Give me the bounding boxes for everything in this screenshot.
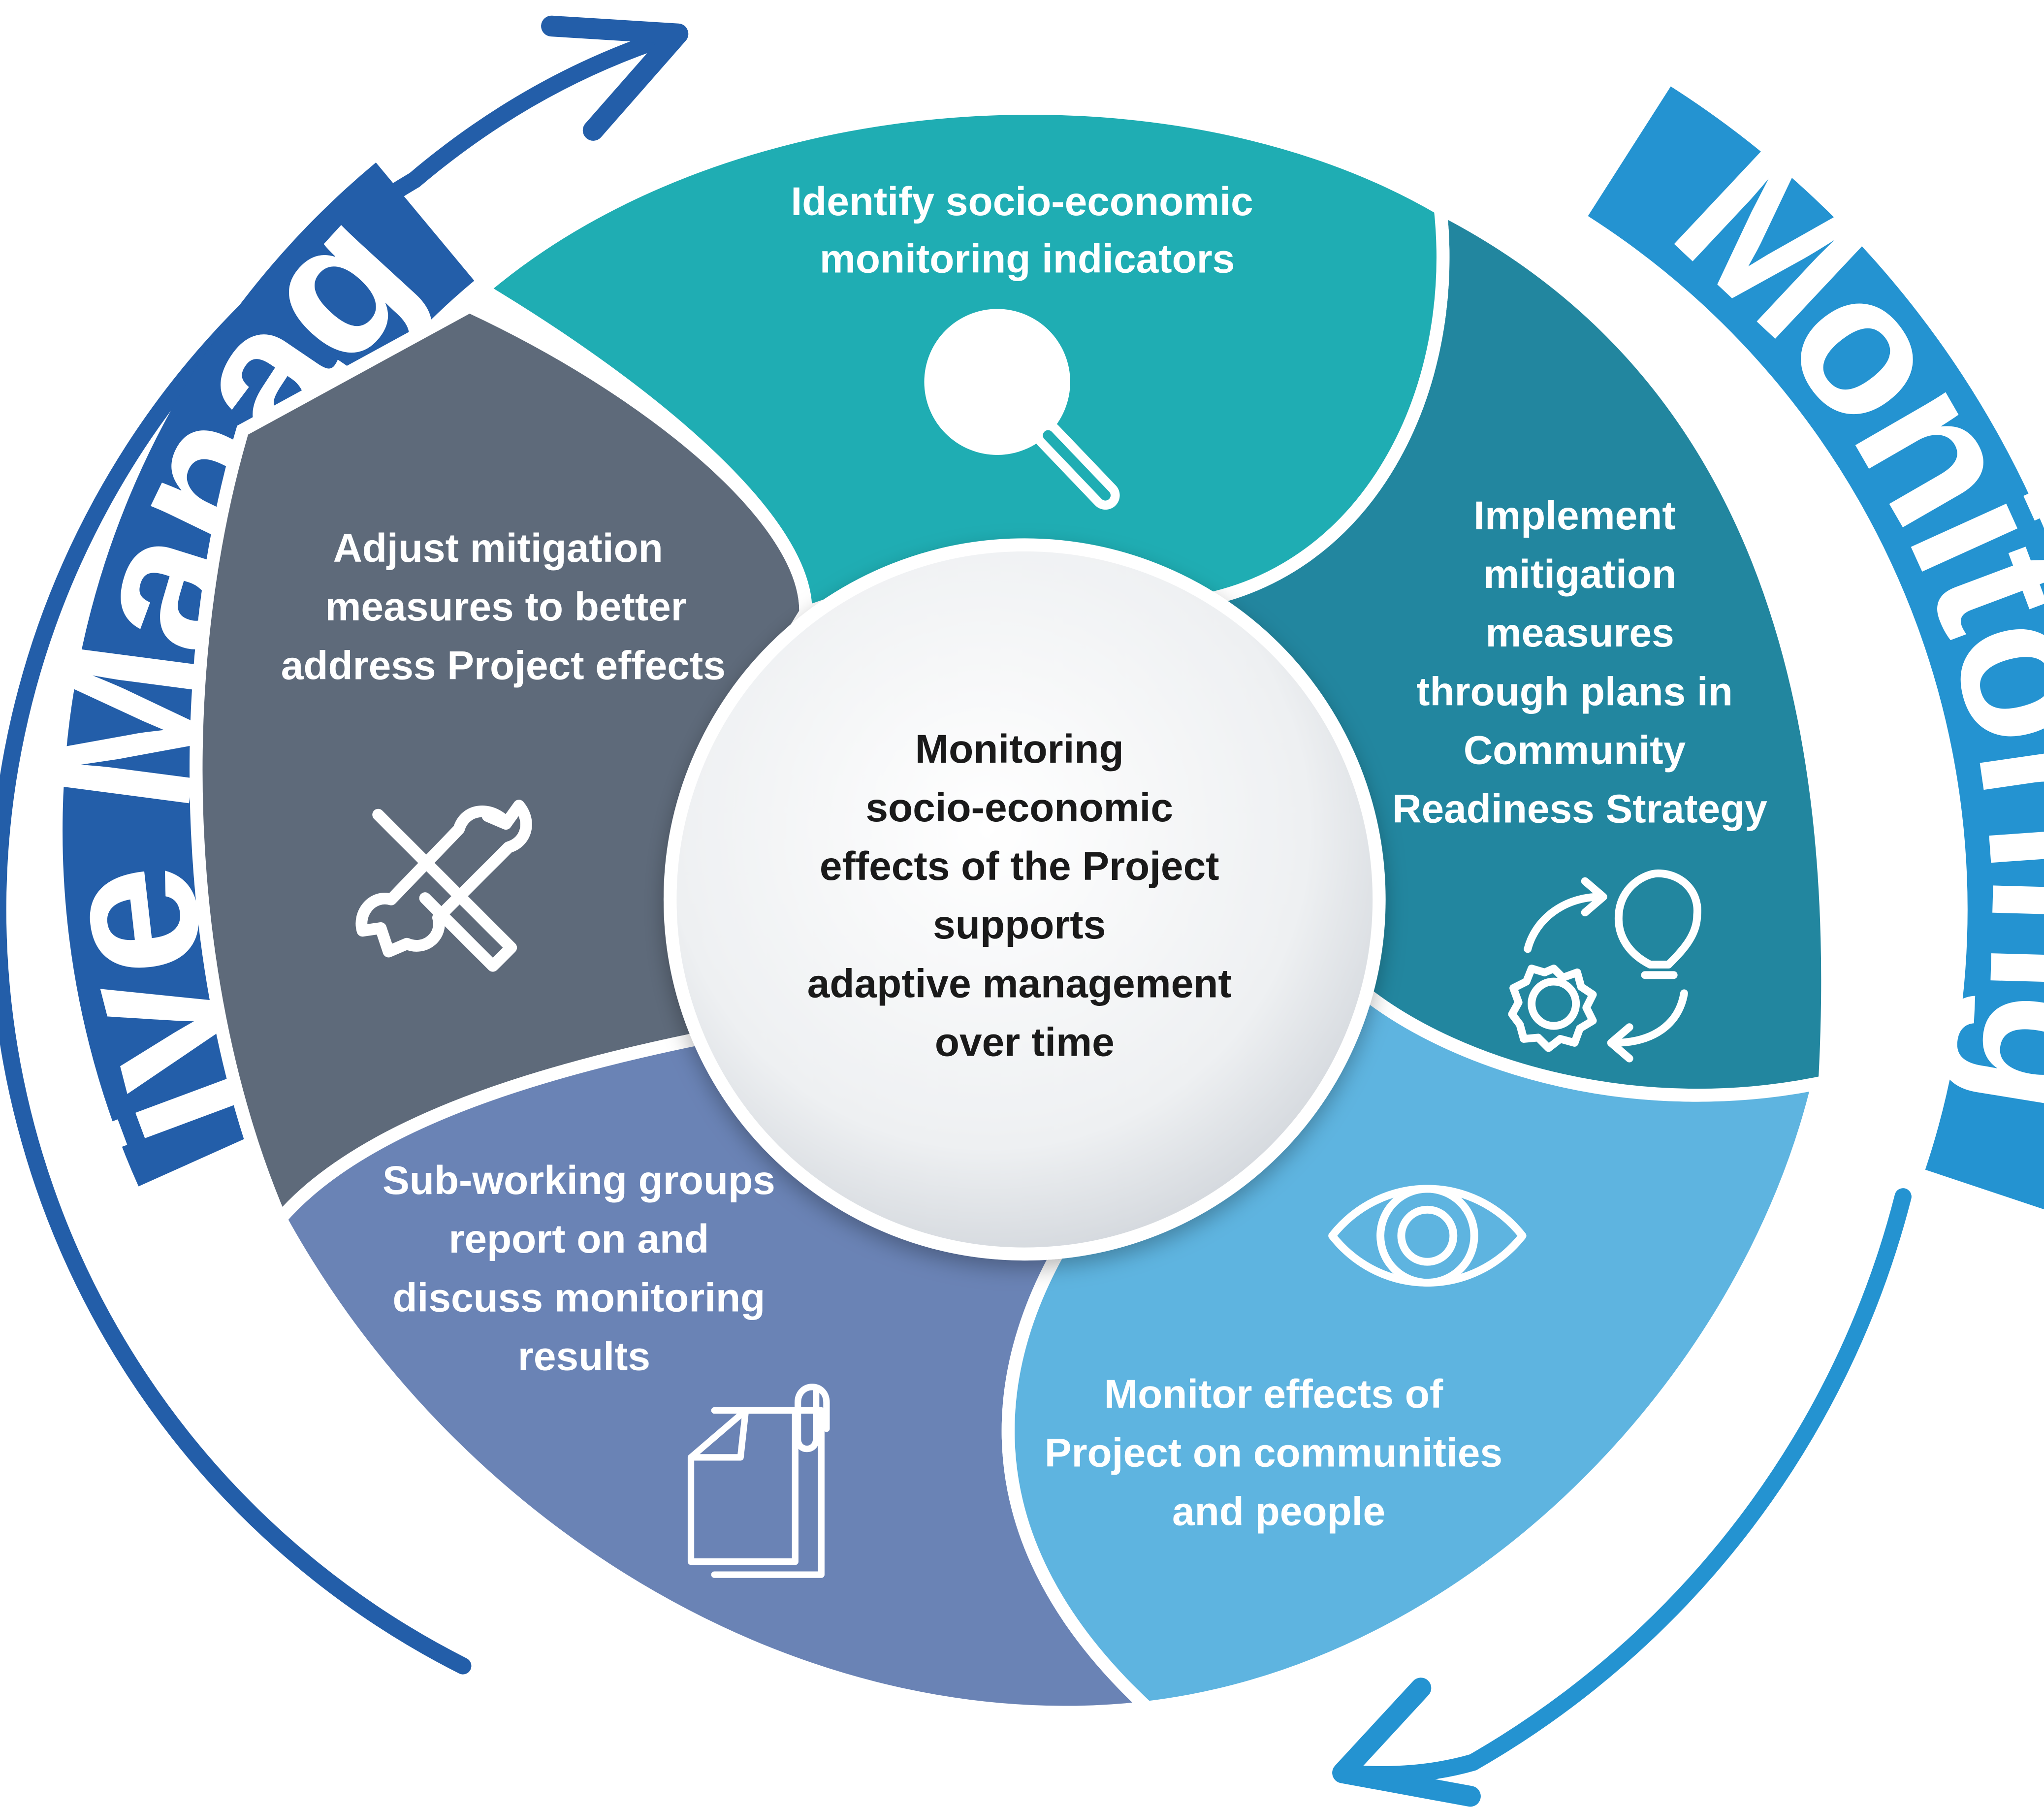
cycle-lightbulb-gear-icon: [1508, 869, 1701, 1063]
segment-implement-label: Implement mitigation measures through pl…: [1392, 493, 1767, 832]
center-line: Monitoring: [915, 727, 1124, 772]
wrench-screwdriver-icon: [355, 800, 532, 972]
label-line: Sub-working groups: [383, 1158, 775, 1203]
label-line: Implement: [1473, 493, 1675, 538]
label-line: measures to better: [325, 584, 686, 629]
label-line: monitoring indicators: [820, 236, 1235, 281]
magnifier-icon: [924, 309, 1120, 510]
center-line: effects of the Project: [820, 844, 1219, 889]
center-line: supports: [933, 903, 1106, 947]
label-line: Identify socio-economic: [791, 179, 1253, 224]
label-line: Readiness Strategy: [1392, 787, 1767, 832]
segment-subgroups-label: Sub-working groups report on and discuss…: [383, 1158, 775, 1379]
eye-icon: [1328, 1185, 1527, 1287]
center-line: socio-economic: [865, 785, 1173, 830]
monitoring-arrow: [1332, 1188, 1912, 1807]
segment-identify-label: Identify socio-economic monitoring indic…: [791, 179, 1253, 281]
label-line: mitigation: [1483, 552, 1676, 597]
label-line: through plans in: [1416, 669, 1733, 714]
adaptive-management-arrow: [0, 15, 689, 1675]
segment-monitor-label: Monitor effects of Project on communitie…: [1045, 1372, 1502, 1534]
segment-adjust-label: Adjust mitigation measures to better add…: [281, 526, 726, 688]
label-line: and people: [1172, 1489, 1385, 1534]
label-line: discuss monitoring: [392, 1275, 765, 1320]
center-hub: [663, 538, 1386, 1261]
documents-paperclip-icon: [687, 1384, 830, 1578]
label-line: address Project effects: [281, 643, 726, 688]
label-line: results: [518, 1334, 650, 1379]
label-line: Monitor effects of: [1104, 1372, 1443, 1417]
center-line: adaptive management: [807, 961, 1232, 1006]
label-line: Community: [1464, 728, 1686, 773]
label-line: report on and: [448, 1217, 709, 1261]
label-line: Adjust mitigation: [333, 526, 663, 571]
label-line: measures: [1485, 611, 1674, 655]
label-line: Project on communities: [1045, 1430, 1502, 1475]
center-label: Monitoring socio-economic effects of the…: [807, 727, 1232, 1065]
center-line: over time: [935, 1020, 1115, 1065]
